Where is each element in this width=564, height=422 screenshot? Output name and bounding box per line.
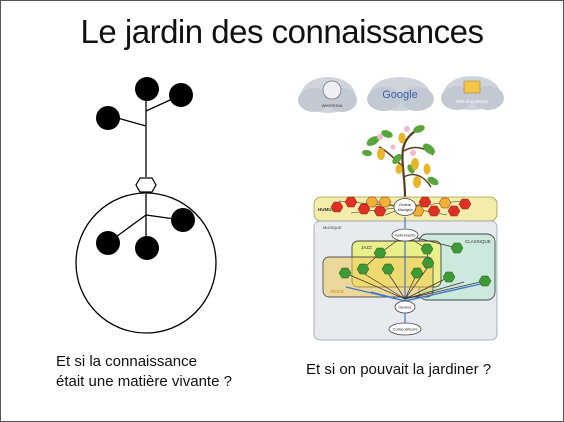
humus-hexagons xyxy=(330,196,472,217)
jazz-label: JAZZ xyxy=(361,245,372,250)
tree-nodes xyxy=(96,77,195,260)
cloud-wikipedia: WIKIPEDIA xyxy=(298,77,357,113)
tree-pears xyxy=(377,132,431,188)
red-hexagon xyxy=(447,205,461,217)
tree-node xyxy=(169,83,193,107)
caption-left-line2: était une matière vivante ? xyxy=(56,373,232,390)
green-hexagon xyxy=(442,271,456,283)
caption-right: Et si on pouvait la jardiner ? xyxy=(306,361,492,378)
instruments-label: Instruments xyxy=(395,233,416,238)
red-hexagon xyxy=(458,198,472,210)
pear-tree xyxy=(362,125,439,198)
compositeurs-label: Compositeurs xyxy=(393,327,418,332)
tree-node xyxy=(96,106,120,130)
tree-blossoms xyxy=(377,126,416,156)
green-hexagon xyxy=(420,243,434,255)
red-hexagon xyxy=(344,196,358,208)
genres-node xyxy=(394,300,416,314)
graine-label-line1: Graine xyxy=(399,202,412,207)
red-hexagon xyxy=(418,196,432,208)
green-hexagon xyxy=(338,267,352,279)
red-hexagon xyxy=(427,205,441,217)
tree-node xyxy=(171,208,195,232)
rock-label: ROCK xyxy=(331,289,344,294)
green-hexagon xyxy=(450,242,464,254)
graine-label-line2: Musique xyxy=(397,207,413,212)
tree-node xyxy=(135,77,159,101)
red-hexagon xyxy=(330,201,344,213)
classique-label: CLASSIQUE xyxy=(465,239,491,244)
tree-node xyxy=(135,236,159,260)
caption-left-line1: Et si la connaissance xyxy=(56,353,197,370)
compositeurs-node xyxy=(388,322,422,336)
cloud-google: Google xyxy=(367,77,434,111)
cloud-label: Mes documents xyxy=(456,99,489,104)
slide-title: Le jardin des connaissances xyxy=(80,13,484,50)
tree-links xyxy=(108,89,183,248)
wikipedia-globe-icon xyxy=(322,80,342,100)
green-hexagon xyxy=(381,263,395,275)
orange-hexagon xyxy=(378,196,392,208)
cloud-mes-documents: Mes documents xyxy=(441,76,504,110)
instruments-node xyxy=(391,228,419,242)
tree-node xyxy=(96,231,120,255)
junction-hexagon xyxy=(135,177,157,193)
garden-links xyxy=(345,217,486,324)
green-hexagon xyxy=(373,247,387,259)
outer-circle xyxy=(75,192,217,334)
orange-hexagon xyxy=(438,197,452,209)
musique-label: MUSIQUE xyxy=(323,225,342,230)
folder-icon xyxy=(463,80,481,94)
green-hexagon xyxy=(410,267,424,279)
cloud-label: WIKIPEDIA xyxy=(322,103,343,108)
graine-musique-node xyxy=(393,198,417,216)
orange-hexagon xyxy=(365,196,379,208)
google-logo: Google xyxy=(382,89,417,101)
green-hexagon xyxy=(356,263,370,275)
humus-label: HUMUS xyxy=(318,207,335,212)
genres-label: Genres xyxy=(398,305,411,310)
caption-left: Et si la connaissance était une matière … xyxy=(56,352,232,392)
green-hexagons xyxy=(338,242,492,287)
green-hexagon xyxy=(478,275,492,287)
green-hexagon xyxy=(421,257,435,269)
